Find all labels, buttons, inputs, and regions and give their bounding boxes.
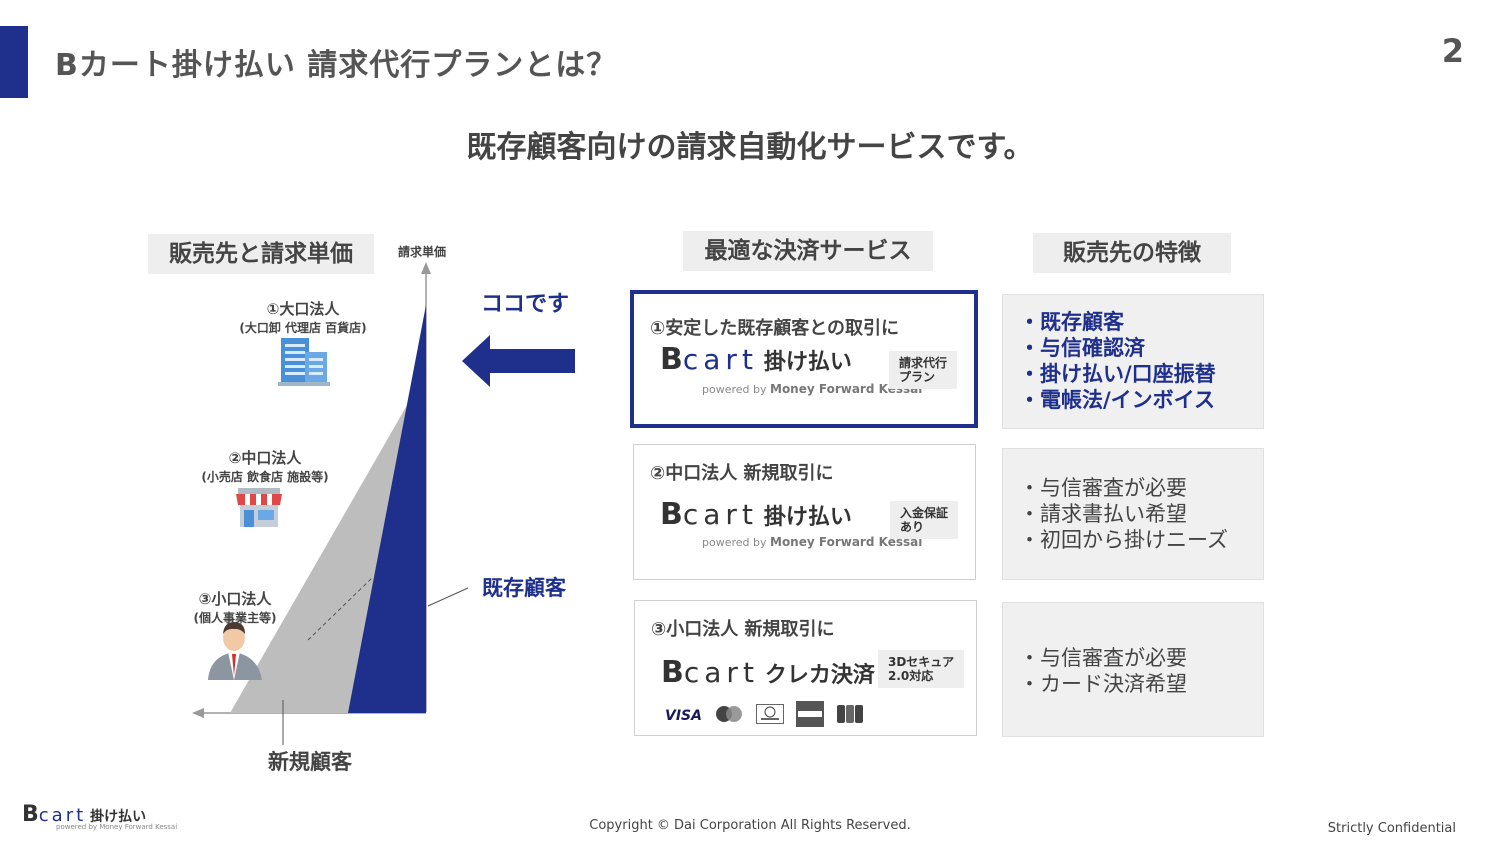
- tier-subtitle: (個人事業主等): [193, 611, 277, 625]
- logo-cart: cart: [682, 343, 758, 376]
- feature-list: ・与信審査が必要 ・カード決済希望: [1019, 645, 1187, 697]
- logo-b: B: [660, 342, 683, 377]
- dashed-guide-line: [307, 577, 373, 641]
- features-mid-corp: ・与信審査が必要 ・請求書払い希望 ・初回から掛けニーズ: [1002, 448, 1264, 580]
- tier-title: ②中口法人: [228, 449, 302, 467]
- slide-title: Bカート掛け払い 請求代行プランとは？: [55, 48, 618, 83]
- logo-product: 掛け払い: [90, 809, 147, 825]
- copyright-text: Copyright © Dai Corporation All Rights R…: [589, 818, 911, 833]
- visa-icon: VISA: [665, 707, 702, 724]
- pointer-arrow-icon: [462, 335, 575, 387]
- storefront-icon: [236, 488, 282, 527]
- y-axis-arrow: [421, 262, 431, 274]
- mastercard-icon: [714, 705, 744, 726]
- feature-item: ・初回から掛けニーズ: [1019, 528, 1228, 552]
- logo-cart: cart: [682, 498, 758, 531]
- pointer-label: ココです: [481, 292, 570, 317]
- powered-name: Money Forward Kessai: [770, 382, 923, 396]
- feature-item: ・与信確認済: [1019, 336, 1145, 360]
- logo-b: B: [660, 497, 683, 532]
- feature-item: ・カード決済希望: [1019, 672, 1187, 696]
- section-label-payment-services: 最適な決済サービス: [683, 231, 933, 271]
- existing-customers-label: 既存顧客: [482, 576, 566, 600]
- powered-prefix: powered by: [702, 536, 767, 549]
- tier-title: ③小口法人: [198, 590, 272, 608]
- tier-subtitle: (小売店 飲食店 施設等): [201, 470, 329, 484]
- businessman-icon: [208, 622, 262, 680]
- badge-line: 入金保証: [900, 506, 949, 520]
- feature-item: ・与信審査が必要: [1019, 476, 1187, 500]
- card-title: ①安定した既存顧客との取引に: [650, 318, 900, 339]
- logo-product: 掛け払い: [763, 350, 852, 375]
- plan-badge: 請求代行 プラン: [889, 351, 958, 389]
- logo-product: 掛け払い: [763, 505, 852, 530]
- section-label-features: 販売先の特徴: [1033, 233, 1231, 273]
- logo-b: B: [22, 802, 39, 827]
- jcb-icon: [836, 704, 864, 727]
- confidential-text: Strictly Confidential: [1327, 821, 1456, 836]
- powered-by-text: powered by Money Forward Kessai: [702, 535, 922, 549]
- new-customers-label: 新規顧客: [268, 750, 352, 774]
- logo-cart: cart: [683, 656, 759, 689]
- tier-small-corp: ③小口法人 (個人事業主等): [165, 588, 305, 626]
- badge-line: あり: [900, 520, 925, 534]
- tier-large-corp: ①大口法人 (大口卸 代理店 百貨店): [218, 298, 388, 336]
- features-existing-customers: ・既存顧客 ・与信確認済 ・掛け払い/口座振替 ・電帳法/インボイス: [1002, 294, 1264, 429]
- existing-leader-line: [427, 587, 469, 607]
- tier-subtitle: (大口卸 代理店 百貨店): [239, 321, 367, 335]
- card-title: ③小口法人 新規取引に: [651, 619, 835, 640]
- feature-list: ・与信審査が必要 ・請求書払い希望 ・初回から掛けニーズ: [1019, 475, 1228, 553]
- diners-club-icon: [755, 704, 784, 727]
- feature-list: ・既存顧客 ・与信確認済 ・掛け払い/口座振替 ・電帳法/インボイス: [1019, 309, 1216, 413]
- logo-b: B: [661, 655, 684, 690]
- badge-line: 3Dセキュア: [888, 655, 955, 669]
- payment-brand-icons: VISA: [665, 701, 864, 730]
- title-accent-bar: [0, 26, 28, 98]
- badge-line: 2.0対応: [888, 669, 934, 683]
- plan-badge: 3Dセキュア 2.0対応: [878, 650, 965, 688]
- feature-item: ・既存顧客: [1019, 310, 1124, 334]
- office-building-icon: [278, 338, 330, 386]
- powered-name: Money Forward Kessai: [770, 535, 923, 549]
- powered-by-text: powered by Money Forward Kessai: [702, 382, 922, 396]
- logo-cart: cart: [38, 805, 87, 826]
- y-axis-label: 請求単価: [398, 245, 447, 259]
- logo-product: クレカ決済: [764, 663, 875, 688]
- headline: 既存顧客向けの請求自動化サービスです。: [466, 130, 1034, 165]
- feature-item: ・掛け払い/口座振替: [1019, 362, 1216, 386]
- existing-customers-wedge: [348, 305, 426, 713]
- tier-title: ①大口法人: [266, 300, 340, 318]
- plan-badge: 入金保証 あり: [890, 501, 959, 539]
- badge-line: プラン: [899, 370, 936, 384]
- powered-by-text: powered by Money Forward Kessai: [56, 823, 178, 831]
- page-number: 2: [1441, 32, 1464, 70]
- x-axis-arrow: [192, 708, 204, 718]
- section-label-customers: 販売先と請求単価: [148, 234, 374, 274]
- feature-item: ・請求書払い希望: [1019, 502, 1187, 526]
- amex-icon: [795, 701, 824, 730]
- features-small-corp: ・与信審査が必要 ・カード決済希望: [1002, 602, 1264, 737]
- badge-line: 請求代行: [899, 356, 948, 370]
- feature-item: ・与信審査が必要: [1019, 646, 1187, 670]
- feature-item: ・電帳法/インボイス: [1019, 388, 1216, 412]
- powered-prefix: powered by: [702, 383, 767, 396]
- card-title: ②中口法人 新規取引に: [650, 463, 834, 484]
- tier-mid-corp: ②中口法人 (小売店 飲食店 施設等): [180, 447, 350, 485]
